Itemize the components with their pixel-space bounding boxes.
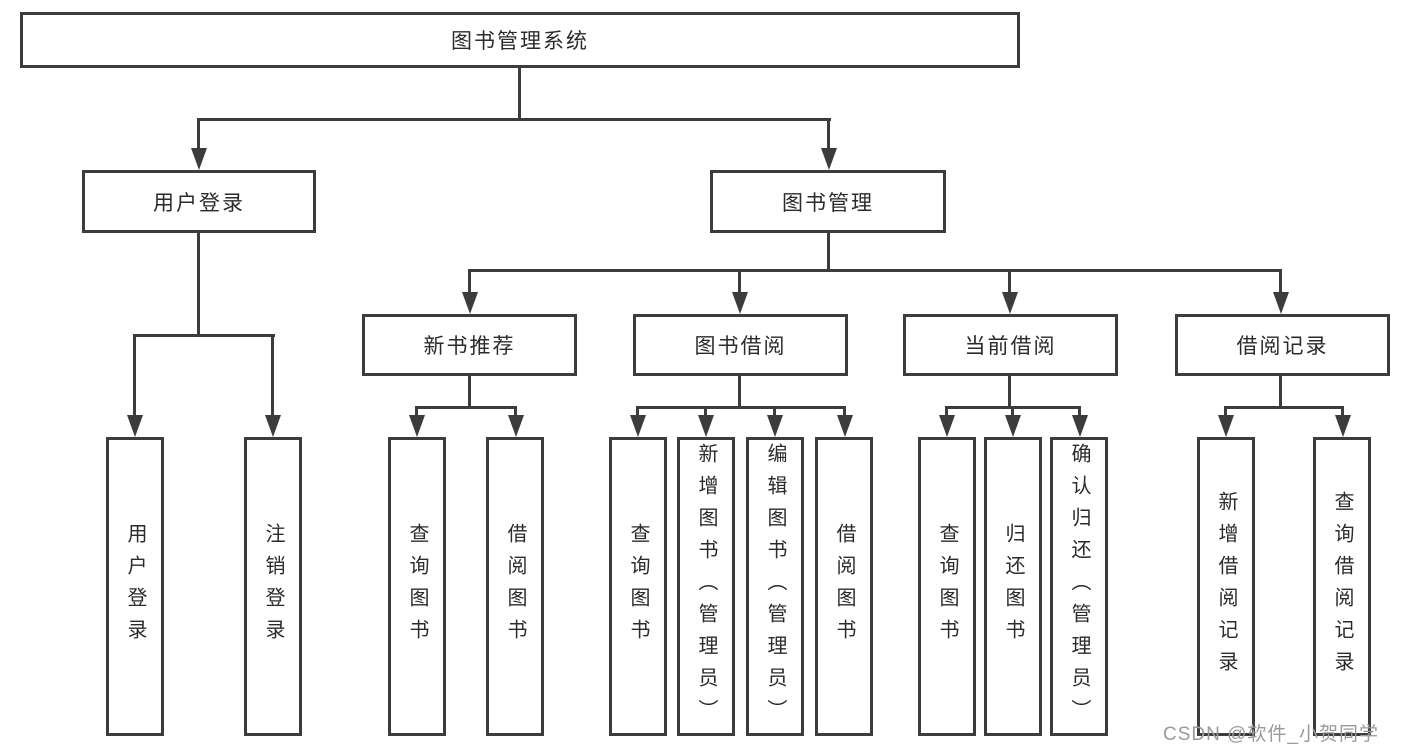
leaf-newbook-borrow-label: 借阅图书	[504, 522, 526, 651]
leaf-borrow-add-book-label: 新增图书（管理员）	[695, 442, 717, 731]
leaf-record-add-label: 新增借阅记录	[1215, 490, 1237, 683]
leaf-newbook-borrow: 借阅图书	[486, 437, 544, 736]
arrow-down-icon	[732, 292, 748, 314]
leaf-newbook-query: 查询图书	[388, 437, 446, 736]
leaf-current-return-label: 归还图书	[1002, 522, 1024, 651]
node-borrow-records-label: 借阅记录	[1236, 335, 1329, 358]
connector-bookmgmt-stem	[827, 233, 830, 272]
node-root-label: 图书管理系统	[451, 30, 589, 53]
connector-newbook-stem	[468, 376, 471, 408]
arrow-down-icon	[630, 415, 646, 437]
connector-currentborrow-drop-1	[945, 406, 948, 417]
connector-bookmgmt-drop-1	[468, 269, 471, 294]
arrow-down-icon	[191, 148, 207, 170]
node-borrow-records: 借阅记录	[1175, 314, 1390, 376]
leaf-user-login: 用户登录	[106, 437, 164, 736]
connector-userlogin-bar	[133, 334, 275, 337]
leaf-borrow-edit-book-label: 编辑图书（管理员）	[764, 442, 786, 731]
connector-root-drop-left	[197, 118, 200, 150]
connector-records-stem	[1279, 376, 1282, 408]
leaf-current-return: 归还图书	[984, 437, 1042, 736]
node-user-login-label: 用户登录	[153, 191, 245, 215]
connector-records-drop-1	[1224, 406, 1227, 417]
connector-records-drop-2	[1341, 406, 1344, 417]
leaf-borrow-query-label: 查询图书	[627, 522, 649, 651]
connector-bookmgmt-drop-3	[1008, 269, 1011, 294]
leaf-current-query-label: 查询图书	[936, 522, 958, 651]
connector-root-stem	[518, 68, 521, 120]
arrow-down-icon	[409, 415, 425, 437]
connector-userlogin-drop-1	[133, 334, 136, 415]
connector-userlogin-stem	[197, 233, 200, 337]
arrow-down-icon	[821, 148, 837, 170]
arrow-down-icon	[767, 415, 783, 437]
arrow-down-icon	[1273, 292, 1289, 314]
csdn-watermark: CSDN @软件_小贺同学	[1163, 724, 1379, 745]
connector-bookborrow-drop-2	[704, 406, 707, 417]
connector-bookmgmt-drop-4	[1279, 269, 1282, 294]
connector-records-bar	[1224, 406, 1344, 409]
node-book-borrow: 图书借阅	[633, 314, 848, 376]
connector-userlogin-drop-2	[271, 334, 274, 415]
connector-bookborrow-drop-1	[636, 406, 639, 417]
connector-bookborrow-bar	[636, 406, 846, 409]
arrow-down-icon	[127, 415, 143, 437]
node-new-book-recommend: 新书推荐	[362, 314, 577, 376]
connector-bookborrow-stem	[738, 376, 741, 408]
node-book-management: 图书管理	[710, 170, 946, 233]
arrow-down-icon	[1005, 415, 1021, 437]
connector-bookmgmt-drop-2	[738, 269, 741, 294]
leaf-record-add: 新增借阅记录	[1197, 437, 1255, 736]
node-user-login: 用户登录	[82, 170, 316, 233]
node-current-borrow-label: 当前借阅	[964, 335, 1057, 358]
arrow-down-icon	[1002, 292, 1018, 314]
connector-bookborrow-drop-3	[773, 406, 776, 417]
leaf-user-login-label: 用户登录	[124, 522, 146, 651]
leaf-logout-label: 注销登录	[262, 522, 284, 651]
arrow-down-icon	[939, 415, 955, 437]
connector-newbook-drop-2	[514, 406, 517, 417]
connector-bookmgmt-bar	[468, 269, 1282, 272]
arrow-down-icon	[1072, 415, 1088, 437]
connector-currentborrow-stem	[1008, 376, 1011, 408]
leaf-newbook-query-label: 查询图书	[406, 522, 428, 651]
leaf-borrow-add-book: 新增图书（管理员）	[677, 437, 735, 736]
leaf-record-query-label: 查询借阅记录	[1331, 490, 1353, 683]
leaf-current-confirm-return: 确认归还（管理员）	[1050, 437, 1108, 736]
leaf-borrow-borrow-book-label: 借阅图书	[833, 522, 855, 651]
arrow-down-icon	[462, 292, 478, 314]
arrow-down-icon	[837, 415, 853, 437]
leaf-borrow-edit-book: 编辑图书（管理员）	[746, 437, 804, 736]
arrow-down-icon	[698, 415, 714, 437]
node-book-borrow-label: 图书借阅	[694, 335, 787, 358]
node-book-management-label: 图书管理	[782, 191, 874, 215]
node-new-book-recommend-label: 新书推荐	[423, 335, 516, 358]
connector-bookborrow-drop-4	[843, 406, 846, 417]
leaf-borrow-borrow-book: 借阅图书	[815, 437, 873, 736]
leaf-borrow-query: 查询图书	[609, 437, 667, 736]
arrow-down-icon	[1335, 415, 1351, 437]
connector-newbook-bar	[415, 406, 517, 409]
leaf-record-query: 查询借阅记录	[1313, 437, 1371, 736]
node-root: 图书管理系统	[20, 12, 1020, 68]
arrow-down-icon	[1218, 415, 1234, 437]
connector-root-drop-right	[827, 118, 830, 150]
connector-currentborrow-drop-3	[1078, 406, 1081, 417]
arrow-down-icon	[508, 415, 524, 437]
leaf-current-confirm-return-label: 确认归还（管理员）	[1068, 442, 1090, 731]
arrow-down-icon	[265, 415, 281, 437]
connector-newbook-drop-1	[415, 406, 418, 417]
connector-root-bar	[197, 118, 831, 121]
connector-currentborrow-drop-2	[1011, 406, 1014, 417]
leaf-current-query: 查询图书	[918, 437, 976, 736]
leaf-logout: 注销登录	[244, 437, 302, 736]
node-current-borrow: 当前借阅	[903, 314, 1118, 376]
